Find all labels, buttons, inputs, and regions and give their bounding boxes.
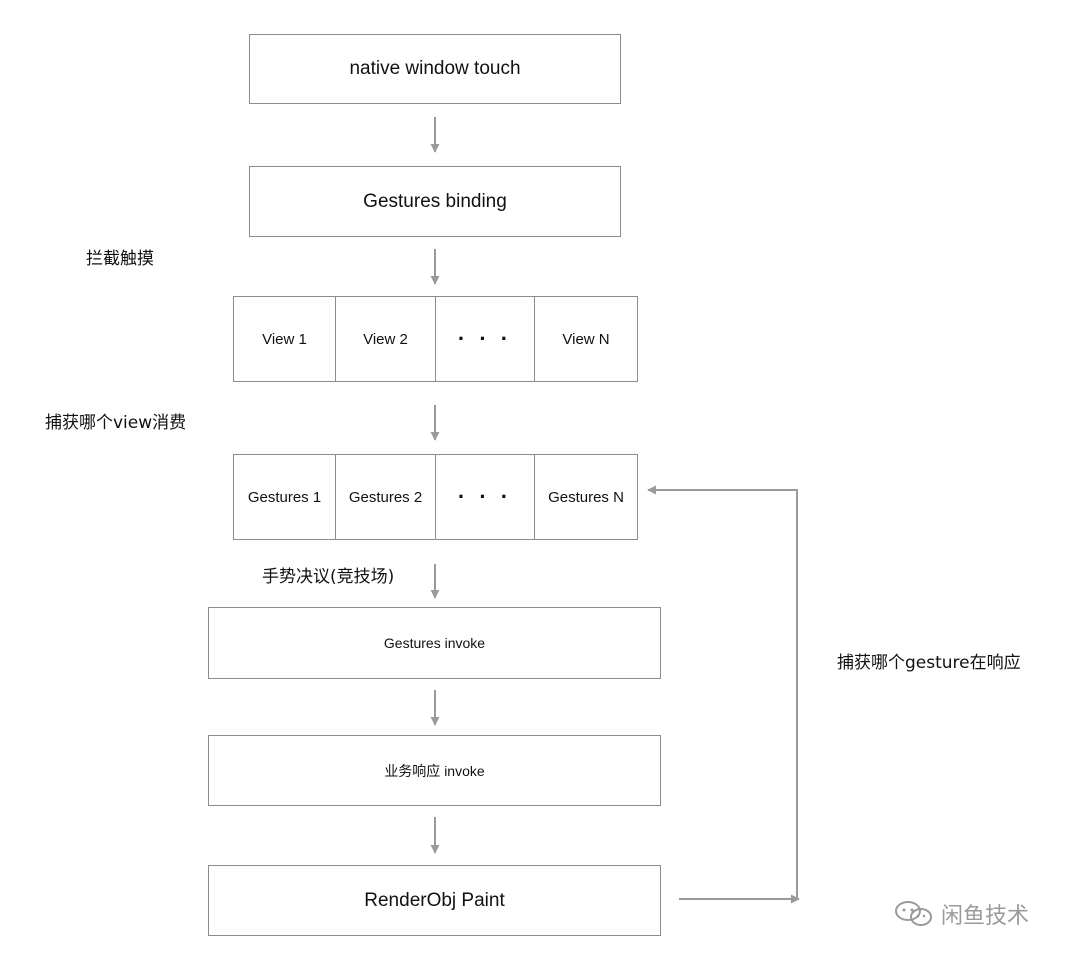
business-invoke-box: 业务响应 invoke xyxy=(208,735,661,806)
gesture-cell-n: Gestures N xyxy=(534,454,638,540)
business-invoke-label: 业务响应 invoke xyxy=(384,762,485,779)
renderobj-paint-box: RenderObj Paint xyxy=(208,865,661,936)
gestures-invoke-box: Gestures invoke xyxy=(208,607,661,679)
ellipsis-label: · · · xyxy=(457,484,513,509)
view-cell-2: View 2 xyxy=(335,296,436,382)
view-cell-label: View N xyxy=(562,330,610,348)
intercept-touch-label: 拦截触摸 xyxy=(86,249,154,269)
gesture-cell-1: Gestures 1 xyxy=(233,454,336,540)
gesture-cell-label: Gestures 2 xyxy=(348,488,423,506)
view-cell-label: View 2 xyxy=(363,330,408,348)
native-window-touch-box: native window touch xyxy=(249,34,621,104)
view-cell-1: View 1 xyxy=(233,296,336,382)
capture-view-label: 捕获哪个view消费 xyxy=(45,413,187,433)
watermark-text: 闲鱼技术 xyxy=(941,904,1030,929)
gesture-cell-ellipsis: · · · xyxy=(435,454,535,540)
native-window-touch-label: native window touch xyxy=(349,58,521,79)
gesture-arena-label: 手势决议(竞技场) xyxy=(262,567,395,587)
gestures-binding-box: Gestures binding xyxy=(249,166,621,237)
gesture-cell-label: Gestures N xyxy=(548,488,624,506)
view-cell-label: View 1 xyxy=(262,330,307,348)
gesture-cell-label: Gestures 1 xyxy=(247,488,322,506)
wechat-logo-icon xyxy=(895,901,932,926)
gesture-cell-2: Gestures 2 xyxy=(335,454,436,540)
gestures-invoke-label: Gestures invoke xyxy=(383,635,486,651)
view-cell-ellipsis: · · · xyxy=(435,296,535,382)
gestures-binding-label: Gestures binding xyxy=(363,190,507,212)
ellipsis-label: · · · xyxy=(457,326,513,351)
feedback-arrow xyxy=(647,485,798,899)
renderobj-paint-label: RenderObj Paint xyxy=(364,889,505,911)
view-cell-n: View N xyxy=(534,296,638,382)
watermark: 闲鱼技术 xyxy=(893,898,1029,930)
capture-gesture-label: 捕获哪个gesture在响应 xyxy=(837,653,1021,673)
